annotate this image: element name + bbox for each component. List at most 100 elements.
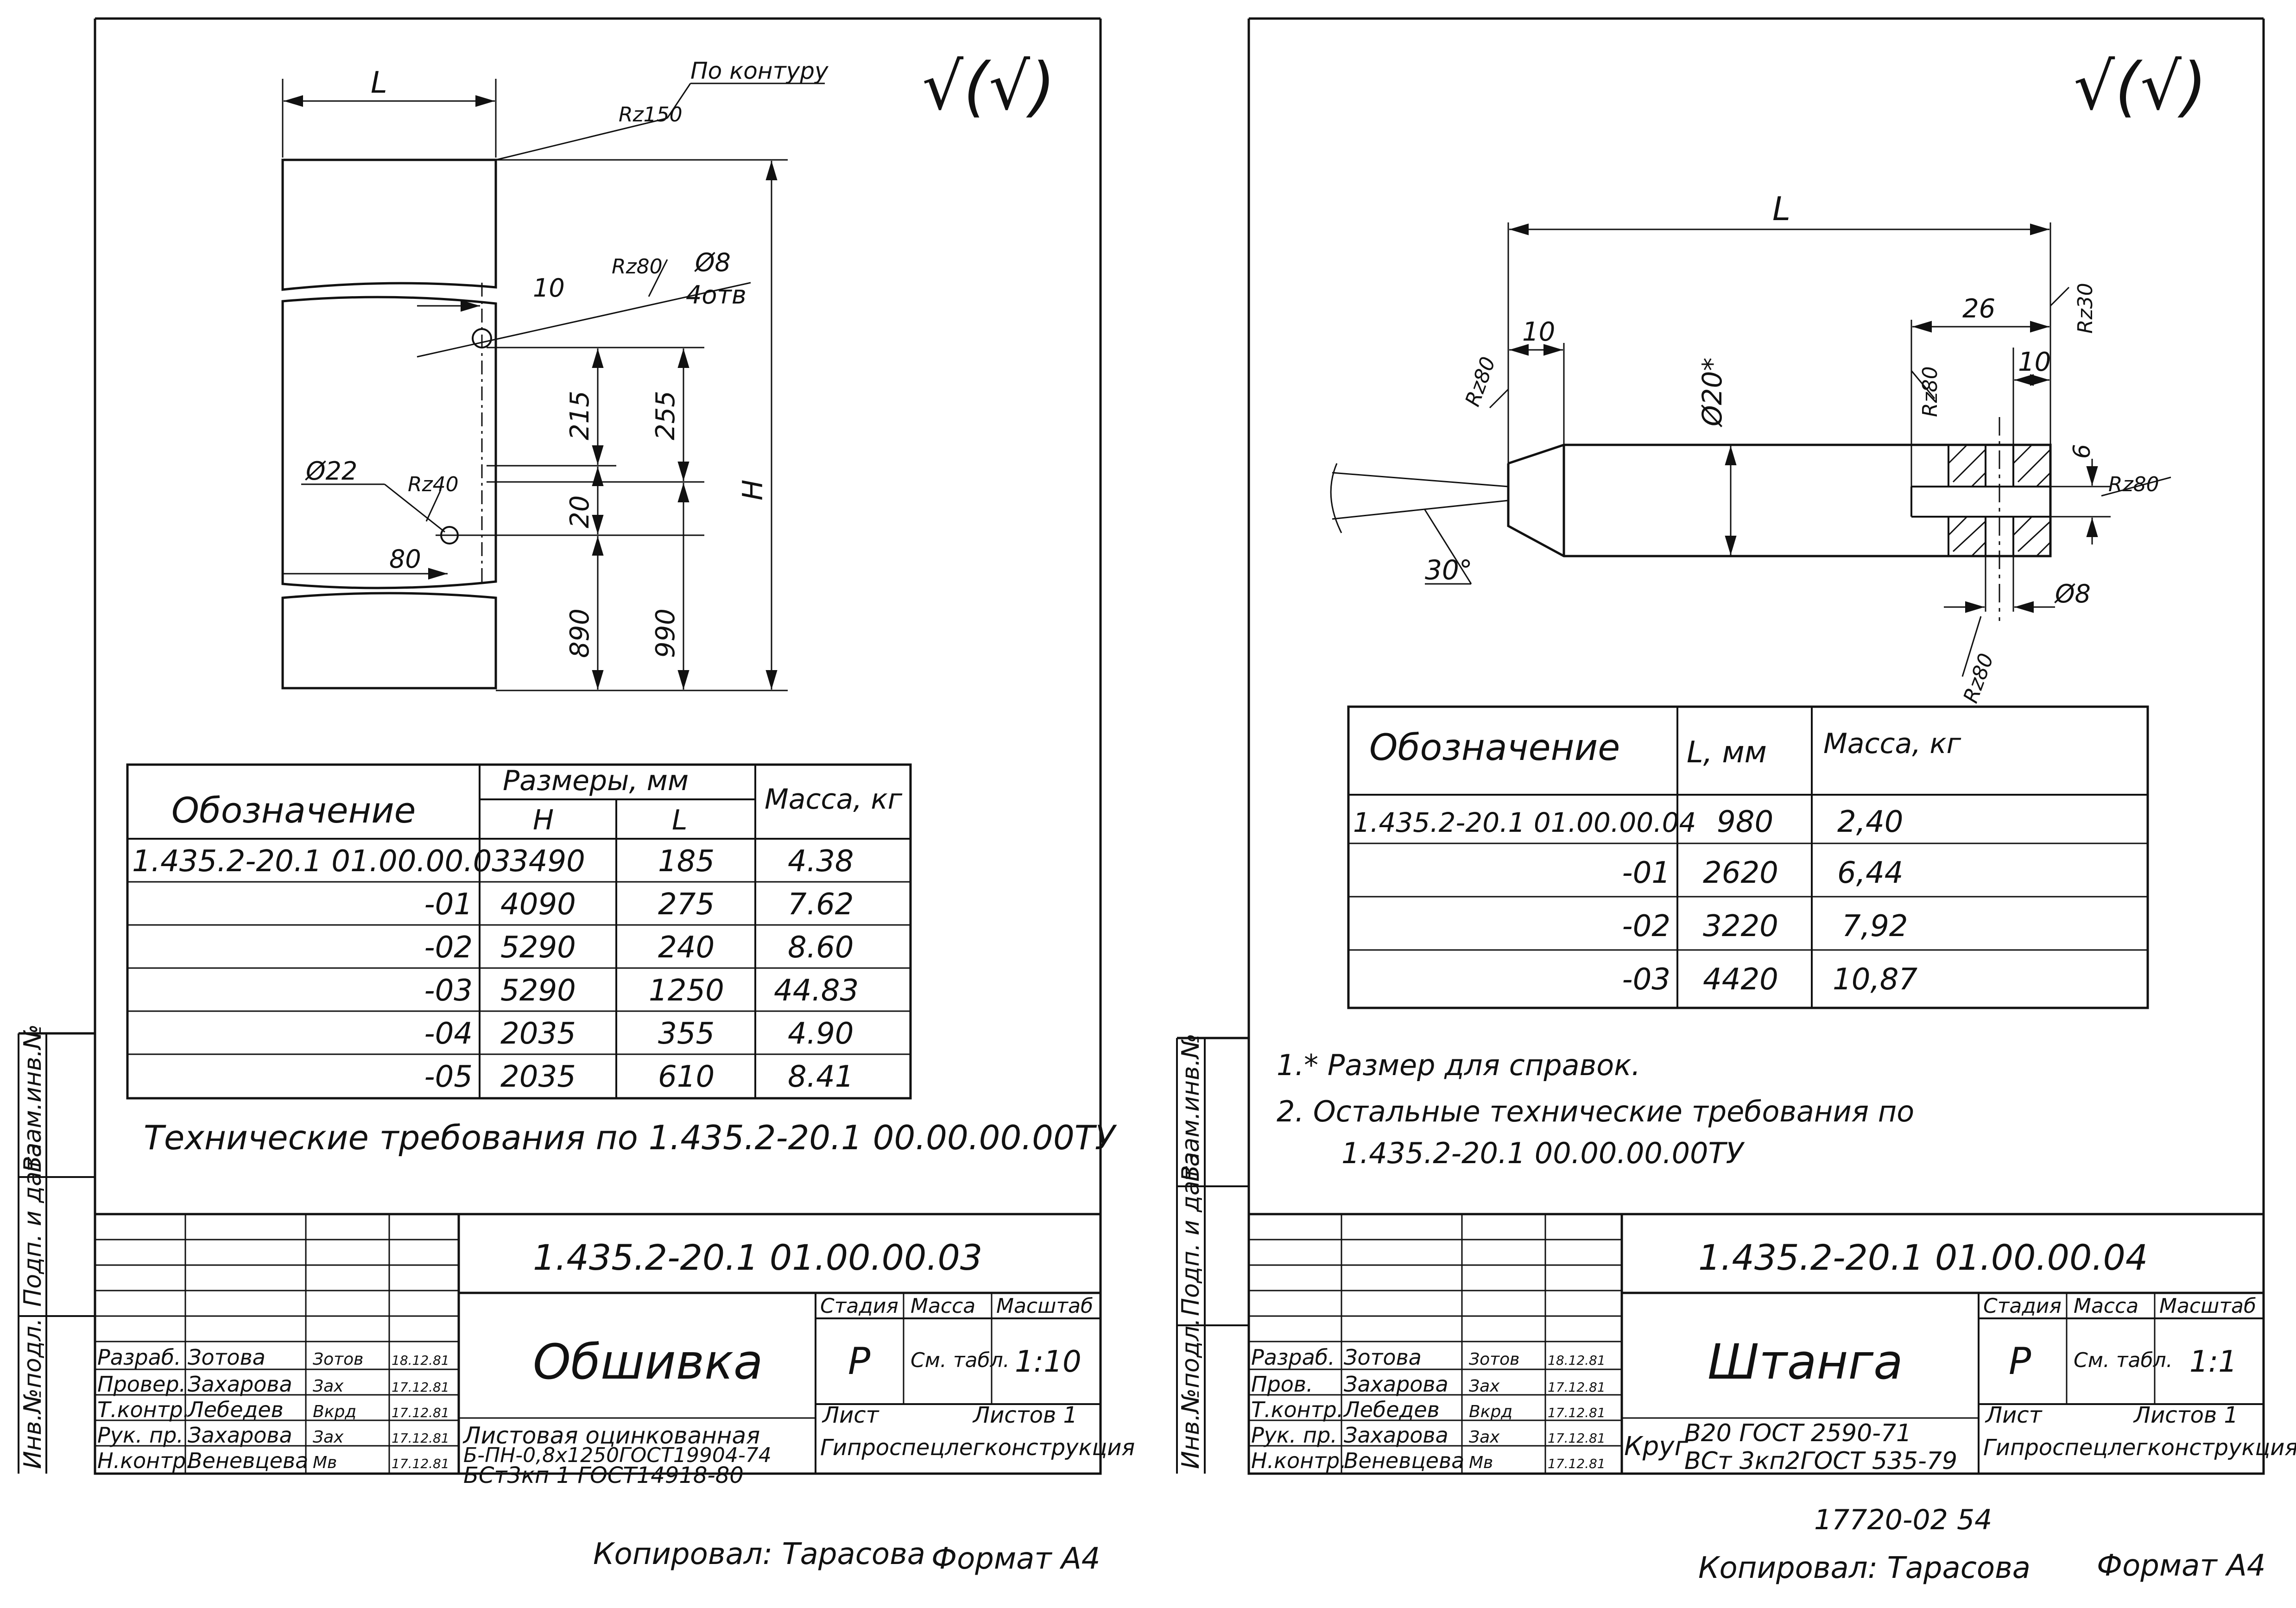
scale-value: 1:1 bbox=[2189, 1345, 2237, 1379]
table-row-designation: 1.435.2-20.1 01.00.00.04 bbox=[1353, 807, 1696, 838]
signature-name: Веневцева bbox=[1344, 1448, 1464, 1473]
signature-name: Зотова bbox=[1344, 1345, 1422, 1370]
table-row-mass: 4.38 bbox=[788, 844, 854, 879]
table-row-mass: 2,40 bbox=[1837, 805, 1904, 839]
table-row-H: 3490 bbox=[510, 844, 585, 879]
dimensions-table: Обозначение Размеры, мм H L Масса, кг 1.… bbox=[126, 763, 912, 1100]
material-line-3: БСт3кп 1 ГОСТ14918-80 bbox=[463, 1462, 744, 1488]
table-row-H: 2035 bbox=[500, 1017, 576, 1051]
table-row-H: 4090 bbox=[500, 887, 576, 922]
signature-mark: Зах bbox=[1469, 1377, 1500, 1396]
table-row-designation: -05 bbox=[424, 1060, 473, 1094]
signature-date: 17.12.81 bbox=[392, 1405, 449, 1420]
mass-value: См. табл. bbox=[911, 1348, 1010, 1372]
signature-date: 18.12.81 bbox=[1548, 1353, 1606, 1368]
side-label-replace-inv: Взам.инв.№ bbox=[1177, 1033, 1205, 1182]
table-row-L: 240 bbox=[658, 931, 715, 965]
signature-role: Провер. bbox=[97, 1372, 186, 1397]
signature-date: 17.12.81 bbox=[392, 1380, 449, 1395]
signature-name: Зотова bbox=[188, 1345, 266, 1370]
signature-date: 17.12.81 bbox=[1548, 1456, 1606, 1471]
table-header-L: L bbox=[672, 804, 687, 836]
table-row-designation: -03 bbox=[1622, 962, 1670, 997]
signature-name: Захарова bbox=[188, 1372, 292, 1397]
sheet-label: Лист bbox=[822, 1402, 880, 1428]
title-block: 1.435.2-20.1 01.00.00.03 Обшивка Стадия … bbox=[94, 1213, 1135, 1488]
note-2-continued: 1.435.2-20.1 00.00.00.00ТУ bbox=[1341, 1136, 1745, 1170]
roughness-hole: Rz80 bbox=[612, 255, 663, 279]
drawing-sheet-obshivka: Инв.№подл. Подп. и дата Взам.инв.№ √(√) … bbox=[0, 0, 1135, 1608]
stage-value: Р bbox=[848, 1340, 871, 1383]
material-line-2: ВСт 3кп2ГОСТ 535-79 bbox=[1684, 1447, 1957, 1475]
roughness-left: Rz80 bbox=[1461, 354, 1500, 409]
table-row-L: 2620 bbox=[1703, 856, 1778, 890]
material-line-2: Б-ПН-0,8х1250ГОСТ19904-74 bbox=[463, 1443, 772, 1467]
signature-name: Захарова bbox=[188, 1423, 292, 1448]
hole-diameter: Ø8 bbox=[694, 248, 731, 277]
signature-name: Захарова bbox=[1344, 1423, 1448, 1448]
dim-890: 890 bbox=[565, 608, 595, 658]
dim-d22: Ø22 bbox=[305, 456, 357, 486]
signature-mark: Зотов bbox=[313, 1350, 363, 1369]
table-header-H: H bbox=[533, 804, 554, 836]
signature-date: 18.12.81 bbox=[392, 1353, 449, 1368]
length-table: Обозначение L, мм Масса, кг 1.435.2-20.1… bbox=[1347, 705, 2149, 1009]
table-row-L: 3220 bbox=[1703, 909, 1778, 943]
archive-number: 17720-02 54 bbox=[1814, 1504, 1992, 1536]
angle-label: 30° bbox=[1425, 554, 1473, 586]
table-row-mass: 7,92 bbox=[1842, 909, 1908, 943]
document-code: 1.435.2-20.1 01.00.00.04 bbox=[1698, 1237, 2148, 1278]
roughness-right: Rz80 bbox=[2108, 473, 2159, 496]
sheets-label: Листов 1 bbox=[2133, 1402, 2238, 1428]
dim-6: 6 bbox=[2068, 444, 2095, 459]
table-row-L: 610 bbox=[658, 1060, 715, 1094]
table-row-L: 185 bbox=[658, 844, 715, 879]
roughness-mark: √(√) bbox=[2074, 49, 2207, 125]
signature-mark: Вкрд bbox=[1469, 1402, 1512, 1421]
roughness-top: Rz30 bbox=[2074, 283, 2097, 334]
table-row-mass: 10,87 bbox=[1833, 962, 1918, 997]
part-name: Штанга bbox=[1708, 1334, 1903, 1390]
copied-by: Копировал: Тарасова bbox=[593, 1537, 925, 1571]
table-row-L: 980 bbox=[1717, 805, 1773, 839]
format-label: Формат А4 bbox=[2097, 1549, 2266, 1583]
hole-count: 4отв bbox=[686, 280, 746, 310]
table-row-designation: -01 bbox=[424, 887, 473, 922]
sheet-label: Лист bbox=[1985, 1402, 2043, 1428]
mass-value: См. табл. bbox=[2074, 1348, 2173, 1372]
signature-date: 17.12.81 bbox=[1548, 1405, 1606, 1420]
part-drawing-obshivka: L По контуру Rz150 Rz80 Ø8 4отв 10 215 2… bbox=[281, 57, 829, 691]
dim-d8: Ø8 bbox=[2054, 579, 2091, 608]
scale-header: Масштаб bbox=[2159, 1294, 2256, 1318]
table-row-designation: -02 bbox=[1622, 909, 1670, 943]
table-row-mass: 8.41 bbox=[788, 1060, 854, 1094]
table-row-designation: 1.435.2-20.1 01.00.00.03 bbox=[132, 844, 511, 879]
signature-date: 17.12.81 bbox=[1548, 1380, 1606, 1395]
signature-role: Рук. пр. bbox=[97, 1423, 183, 1448]
table-row-designation: -02 bbox=[424, 931, 473, 965]
dim-10-left: 10 bbox=[1522, 317, 1555, 347]
table-row-mass: 4.90 bbox=[788, 1017, 854, 1051]
scale-value: 1:10 bbox=[1015, 1345, 1082, 1379]
signature-role: Разраб. bbox=[97, 1345, 181, 1370]
table-header-designation: Обозначение bbox=[171, 790, 416, 831]
signature-role: Рук. пр. bbox=[1251, 1423, 1337, 1448]
table-row-designation: -03 bbox=[424, 974, 473, 1008]
table-row-designation: -01 bbox=[1622, 856, 1670, 890]
table-row-H: 5290 bbox=[500, 974, 576, 1008]
signature-name: Лебедев bbox=[187, 1397, 284, 1422]
table-header-mass: Масса, кг bbox=[765, 783, 903, 816]
table-header-dimensions: Размеры, мм bbox=[503, 765, 689, 797]
roughness-bottom: Rz80 bbox=[1959, 650, 1998, 706]
table-row-mass: 7.62 bbox=[788, 887, 854, 922]
stage-value: Р bbox=[2009, 1340, 2031, 1383]
table-row-L: 4420 bbox=[1703, 962, 1778, 997]
signature-mark: Зотов bbox=[1469, 1350, 1519, 1369]
table-row-mass: 44.83 bbox=[774, 974, 859, 1008]
dim-20: 20 bbox=[565, 495, 595, 528]
signature-mark: Зах bbox=[313, 1377, 344, 1396]
stage-header: Стадия bbox=[1983, 1294, 2062, 1318]
dim-H: H bbox=[737, 480, 769, 500]
signature-role: Т.контр. bbox=[1251, 1397, 1343, 1422]
copied-by: Копировал: Тарасова bbox=[1698, 1551, 2030, 1585]
